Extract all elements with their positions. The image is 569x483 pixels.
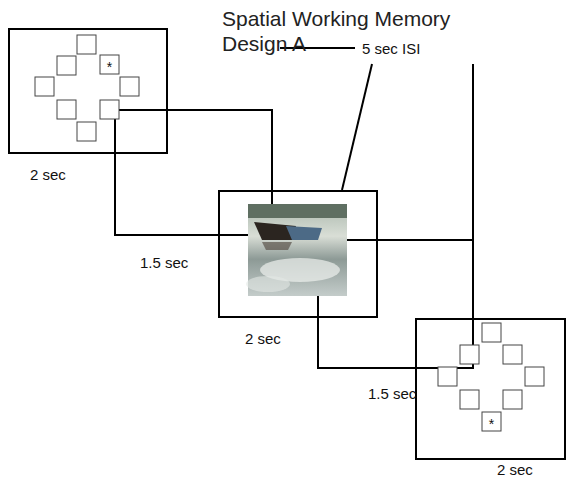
duration-caption: 2 sec	[30, 166, 66, 183]
svg-part	[35, 77, 54, 96]
svg-part	[525, 367, 544, 386]
svg-part	[482, 412, 501, 431]
duration-caption: 2 sec	[497, 461, 533, 478]
svg-part	[482, 323, 501, 342]
isi-brackets	[115, 48, 473, 368]
svg-part	[120, 77, 139, 96]
svg-part	[438, 367, 457, 386]
svg-part	[57, 100, 76, 119]
leader-line	[472, 64, 474, 240]
svg-part	[460, 390, 479, 409]
boat-reflection	[262, 242, 292, 250]
photo	[246, 204, 347, 296]
svg-part	[503, 345, 522, 364]
boat	[286, 226, 322, 240]
target-marker: *	[100, 55, 119, 74]
stimulus-frame: 2 sec	[218, 190, 378, 318]
svg-part	[460, 345, 479, 364]
duration-label: 1.5 sec	[368, 385, 416, 402]
cloud-reflection	[246, 276, 290, 292]
stimulus-frame: 2 sec	[8, 28, 168, 154]
title: Spatial Working Memory Design A	[222, 6, 462, 56]
duration-label: 1.5 sec	[140, 254, 188, 271]
svg-part	[503, 390, 522, 409]
svg-part	[100, 100, 119, 119]
target-marker: *	[482, 412, 501, 431]
duration-caption: 2 sec	[245, 330, 281, 347]
svg-part	[77, 122, 96, 141]
leader-line	[342, 64, 372, 190]
photo-shore	[248, 204, 347, 218]
svg-part	[100, 55, 119, 74]
location-squares	[35, 35, 544, 431]
svg-part	[77, 35, 96, 54]
interval-label: 5 sec ISI	[362, 40, 420, 57]
svg-part	[57, 56, 76, 75]
stimulus-frame: 2 sec	[415, 318, 566, 460]
